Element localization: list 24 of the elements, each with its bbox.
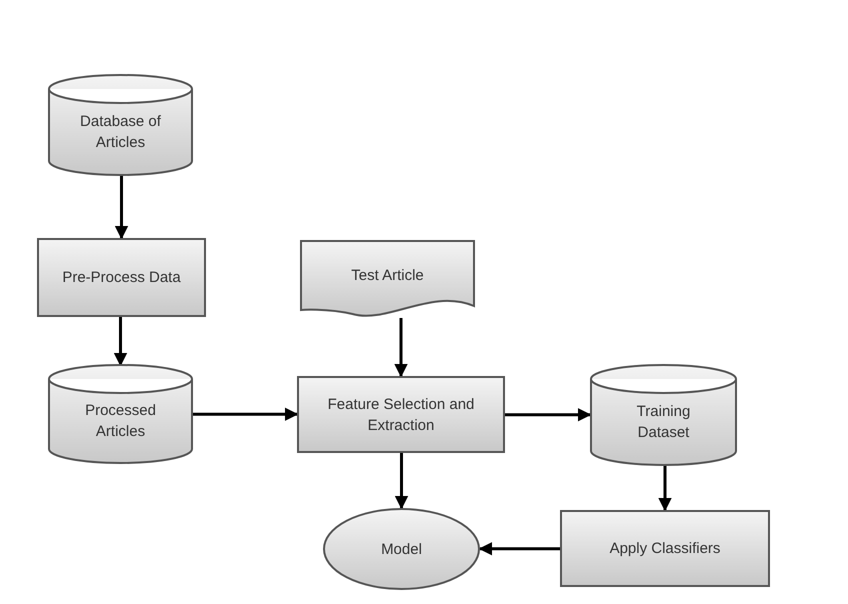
arrow — [478, 542, 560, 556]
process-box — [297, 376, 505, 453]
arrow — [114, 175, 128, 240]
database-cylinder — [590, 365, 737, 465]
process-box — [37, 238, 206, 317]
node-label: Apply Classifiers — [608, 539, 722, 559]
node-label: Database of Articles — [79, 112, 162, 153]
node-label: Training Dataset — [636, 402, 692, 443]
terminal-ellipse — [323, 508, 480, 590]
arrow — [658, 465, 672, 512]
node-label: Test Article — [350, 266, 425, 286]
database-cylinder — [48, 75, 193, 175]
node-label: Processed Articles — [84, 401, 157, 442]
process-box — [560, 510, 770, 587]
database-cylinder — [48, 365, 193, 463]
document-shape — [300, 240, 475, 318]
arrow — [505, 408, 592, 422]
arrow — [114, 317, 128, 366]
arrow — [193, 408, 298, 421]
arrow — [394, 318, 408, 378]
arrow — [394, 453, 408, 510]
node-label: Feature Selection and Extraction — [326, 394, 476, 436]
node-label: Model — [380, 540, 423, 560]
node-label: Pre-Process Data — [61, 268, 182, 288]
